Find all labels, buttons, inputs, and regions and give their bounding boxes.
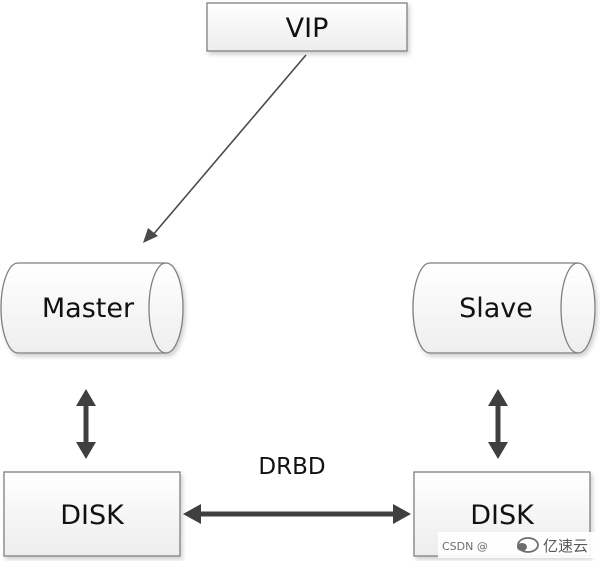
vip-label: VIP — [286, 13, 329, 44]
watermark-csdn-text: CSDN @ — [442, 540, 488, 553]
disk-left-label: DISK — [60, 500, 125, 531]
master-label: Master — [42, 293, 135, 324]
slave-node — [412, 262, 596, 354]
drbd-arrow — [183, 504, 411, 524]
vip-node: VIP — [206, 2, 408, 52]
master-disk-arrow — [76, 389, 96, 459]
slave-disk-arrow — [488, 389, 508, 459]
watermark: CSDN @ 亿速云 — [438, 532, 598, 558]
master-node — [0, 262, 184, 354]
slave-label: Slave — [459, 293, 533, 324]
disk-right-label: DISK — [470, 500, 535, 531]
disk-left-node: DISK — [3, 471, 181, 557]
watermark-brand-text: 亿速云 — [543, 537, 588, 555]
vip-to-master-arrow — [143, 54, 307, 243]
cloud-logo-icon — [517, 537, 539, 553]
drbd-label: DRBD — [258, 454, 325, 480]
